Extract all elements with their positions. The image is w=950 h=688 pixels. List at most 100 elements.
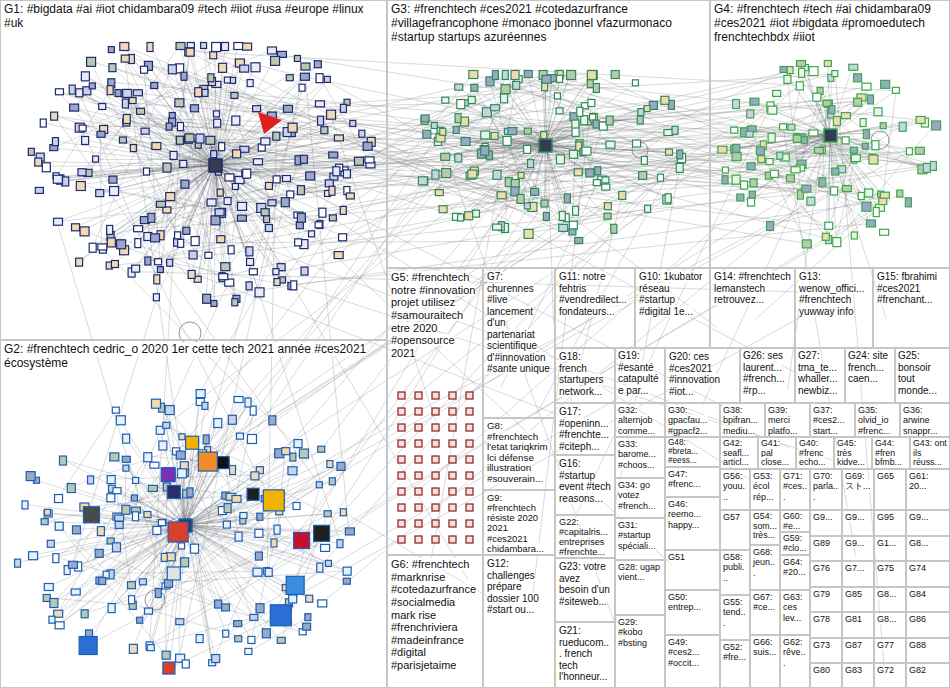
group-panel: G21: rueducom... french tech l'honneur..… xyxy=(555,622,615,688)
vertex-icon xyxy=(863,130,869,139)
vertex-icon xyxy=(223,521,230,528)
group-panel: G35: olvid_io #frenc... xyxy=(855,403,900,437)
network-line xyxy=(211,108,344,203)
network-line xyxy=(516,85,636,144)
vertex-icon xyxy=(466,424,473,431)
vertex-icon xyxy=(134,226,143,232)
vertex-icon xyxy=(766,159,773,165)
vertex-icon xyxy=(466,440,473,447)
vertex-icon xyxy=(53,175,62,183)
group-panel: G72 xyxy=(874,663,906,688)
vertex-icon xyxy=(554,93,560,99)
network-line xyxy=(830,135,909,201)
group-label: G18: french startupers network... xyxy=(559,351,603,397)
group-label: G88 xyxy=(909,640,926,650)
network-line xyxy=(215,108,344,165)
vertex-icon xyxy=(343,567,351,575)
group-label: G9... xyxy=(845,538,865,548)
vertex-icon xyxy=(181,558,189,567)
network-line xyxy=(185,494,253,525)
vertex-icon xyxy=(152,143,161,150)
vertex-icon xyxy=(261,138,270,145)
vertex-icon xyxy=(593,84,599,93)
group-panel: G26: ses laurent... #french... #rp... xyxy=(740,348,795,403)
vertex-icon xyxy=(831,187,838,195)
group-panel: G38: bpifran... mediu... xyxy=(720,403,765,437)
network-line xyxy=(505,145,545,227)
vertex-icon xyxy=(153,526,161,534)
group-panel: G12: challenges prépare dossier 100 #sta… xyxy=(483,555,555,688)
vertex-icon xyxy=(52,138,58,146)
vertex-icon xyxy=(129,98,136,104)
vertex-icon xyxy=(606,141,615,148)
network-line xyxy=(126,460,165,557)
vertex-icon xyxy=(154,275,160,284)
network-line xyxy=(506,74,545,145)
group-panel: G19: #esanté catapultée par... xyxy=(615,348,665,403)
group-label: G8... xyxy=(877,614,897,624)
vertex-icon xyxy=(432,170,439,179)
group-panel: G7: churennes #live lancement d'un parte… xyxy=(483,268,555,418)
network-line xyxy=(215,165,301,217)
group-panel: G50: entrep... xyxy=(665,590,720,635)
vertex-icon xyxy=(210,52,217,59)
network-line xyxy=(111,89,215,165)
vertex-icon xyxy=(363,142,372,150)
vertex-icon xyxy=(731,127,738,133)
network-line xyxy=(204,46,238,180)
vertex-icon xyxy=(501,94,508,103)
vertex-icon xyxy=(588,71,597,80)
vertex-icon xyxy=(432,440,439,447)
vertex-icon xyxy=(253,159,262,165)
group-panel: G63: ces lev... xyxy=(780,590,810,635)
vertex-icon xyxy=(155,259,162,265)
network-line xyxy=(126,103,215,165)
vertex-icon xyxy=(240,65,249,72)
vertex-icon xyxy=(110,187,119,196)
vertex-icon xyxy=(862,143,868,149)
network-line xyxy=(79,165,215,262)
vertex-icon xyxy=(333,167,340,176)
vertex-icon xyxy=(44,510,52,517)
network-line xyxy=(136,515,309,598)
group-label: G32: alternjob comme... xyxy=(618,405,655,436)
vertex-icon xyxy=(221,604,229,611)
vertex-icon xyxy=(481,131,490,139)
group-panel: G80 xyxy=(810,663,842,688)
vertex-icon xyxy=(466,504,473,511)
group-panel: G31: #startup spéciali... xyxy=(615,518,665,560)
vertex-icon xyxy=(76,89,83,97)
network-line xyxy=(169,409,275,542)
vertex-icon xyxy=(415,488,422,495)
vertex-icon xyxy=(586,169,594,177)
vertex-icon xyxy=(465,212,473,220)
vertex-icon xyxy=(228,415,236,424)
group-label: G49: #ces2... #occit... xyxy=(668,637,700,668)
vertex-icon xyxy=(121,55,129,62)
vertex-icon xyxy=(569,221,577,229)
network-line xyxy=(461,145,545,218)
vertex-icon xyxy=(862,202,871,211)
vertex-icon xyxy=(468,170,477,178)
vertex-icon xyxy=(196,134,204,143)
network-line xyxy=(133,605,252,640)
group-label: G77 xyxy=(877,640,894,650)
network-line xyxy=(85,140,215,165)
vertex-icon xyxy=(268,200,276,206)
group-panel: G52: #fre... xyxy=(720,640,750,688)
vertex-icon xyxy=(556,155,564,164)
network-line xyxy=(79,127,113,190)
vertex-icon xyxy=(880,192,889,198)
vertex-icon xyxy=(201,43,207,49)
group-label: G5: #frenchtech notre #innovation projet… xyxy=(391,271,475,359)
vertex-icon xyxy=(398,488,405,495)
vertex-icon xyxy=(141,128,149,134)
network-line xyxy=(545,85,927,167)
network-line xyxy=(215,60,274,165)
vertex-icon xyxy=(398,440,405,447)
network-line xyxy=(240,85,800,436)
vertex-icon xyxy=(283,105,292,112)
network-line xyxy=(45,492,174,522)
vertex-icon xyxy=(801,137,807,144)
group-panel: G13: wenow_offici... #frenchtech yuwway … xyxy=(795,268,873,348)
